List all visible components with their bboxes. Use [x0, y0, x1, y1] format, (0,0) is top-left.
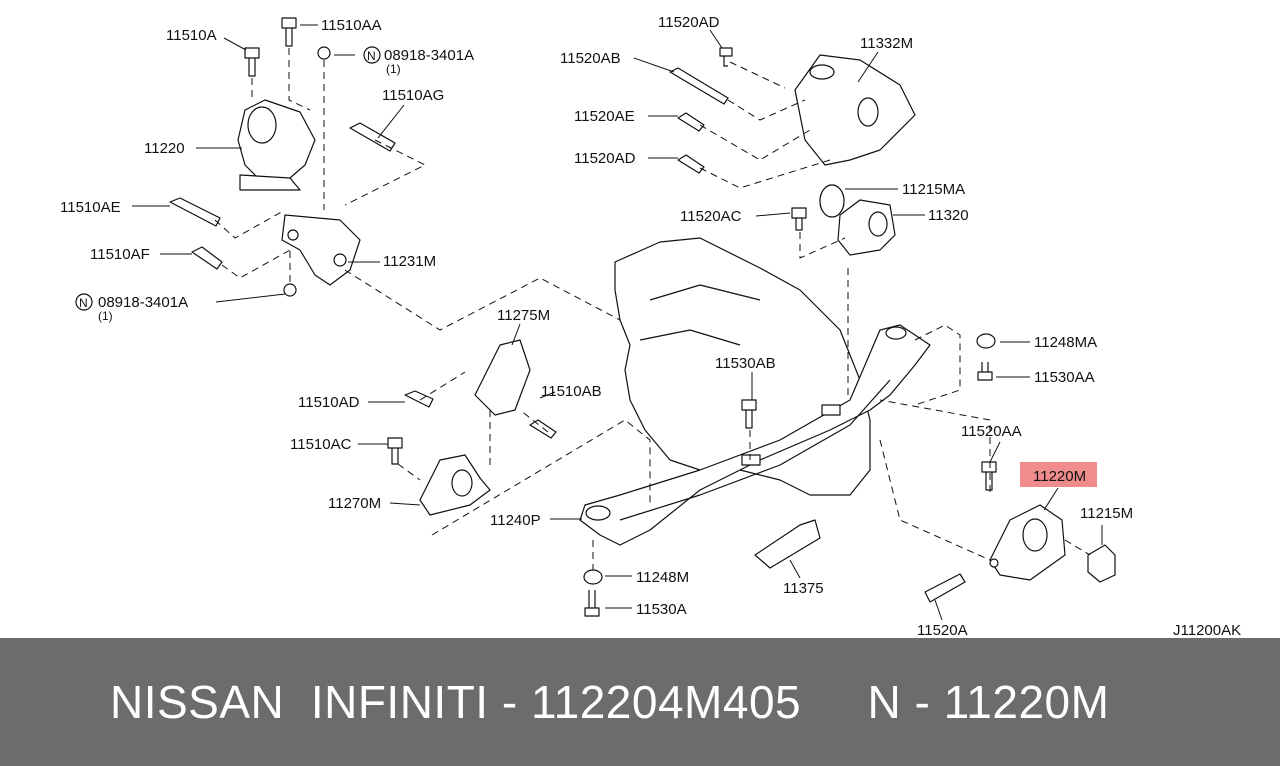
label-11520ae: 11520AE	[574, 108, 635, 125]
label-11240p: 11240P	[490, 512, 541, 529]
label-11510ae: 11510AE	[60, 199, 121, 216]
parts-diagram: N N 11510A 11510AA 08918-3401A (1) 11510…	[60, 14, 1241, 638]
label-11332m: 11332M	[860, 35, 913, 52]
label-11520ad-top: 11520AD	[658, 14, 720, 31]
label-11220m: 11220M	[1033, 468, 1086, 485]
highlight-box	[1020, 462, 1097, 487]
label-11510ag: 11510AG	[382, 87, 444, 104]
front-mount-assembly	[237, 99, 361, 286]
label-11520ac: 11520AC	[680, 208, 742, 225]
label-11510ac: 11510AC	[290, 436, 352, 453]
label-11510aa: 11510AA	[321, 17, 382, 34]
washer-11215ma	[819, 184, 845, 218]
footer-bar: NISSAN INFINITI - 112204M405 N - 11220M	[0, 638, 1280, 766]
left-mount-assembly	[419, 339, 531, 516]
fasteners	[169, 17, 997, 617]
label-11530aa: 11530AA	[1034, 369, 1095, 386]
label-11215ma: 11215MA	[902, 181, 965, 198]
label-11530ab: 11530AB	[715, 355, 776, 372]
rear-mount-assembly	[794, 54, 916, 256]
label-08918-bottom: 08918-3401A	[98, 294, 188, 311]
n-symbol-bottom	[75, 293, 93, 311]
label-11375: 11375	[783, 580, 824, 597]
label-11275m: 11275M	[497, 307, 550, 324]
n-symbol-bottom-letter: N	[79, 296, 88, 310]
label-11248m: 11248M	[636, 569, 689, 586]
label-11215m: 11215M	[1080, 505, 1133, 522]
part-labels: 11510A 11510AA 08918-3401A (1) 11510AG 1…	[60, 14, 1241, 638]
label-11520a: 11520A	[917, 622, 968, 638]
label-11520ad: 11520AD	[574, 150, 636, 167]
n-symbol-top-letter: N	[367, 49, 376, 63]
rod-11375	[754, 519, 821, 569]
callout-lines	[132, 24, 1103, 621]
label-11520ab: 11520AB	[560, 50, 621, 67]
label-11248ma: 11248MA	[1034, 334, 1097, 351]
label-11510ad: 11510AD	[298, 394, 360, 411]
dashed-guides	[214, 48, 1091, 570]
label-08918-top: 08918-3401A	[384, 47, 474, 64]
footer-part-number: NISSAN INFINITI - 112204M405 N - 11220M	[110, 676, 1110, 728]
label-11530a: 11530A	[636, 601, 687, 618]
label-08918-bottom-qty: (1)	[98, 309, 113, 323]
label-11510ab: 11510AB	[541, 383, 602, 400]
crossmember	[579, 324, 931, 546]
label-11510af: 11510AF	[90, 246, 150, 263]
label-11231m: 11231M	[383, 253, 436, 270]
mount-11220m	[989, 504, 1066, 581]
stopper-11215m	[1087, 544, 1116, 583]
diagram-code: J11200AK	[1173, 622, 1241, 638]
label-11270m: 11270M	[328, 495, 381, 512]
label-11510a: 11510A	[166, 27, 217, 44]
n-symbol-top	[363, 46, 381, 64]
label-11220: 11220	[144, 140, 185, 157]
label-11320: 11320	[928, 207, 969, 224]
label-11520aa: 11520AA	[961, 423, 1022, 440]
label-08918-top-qty: (1)	[386, 62, 401, 76]
